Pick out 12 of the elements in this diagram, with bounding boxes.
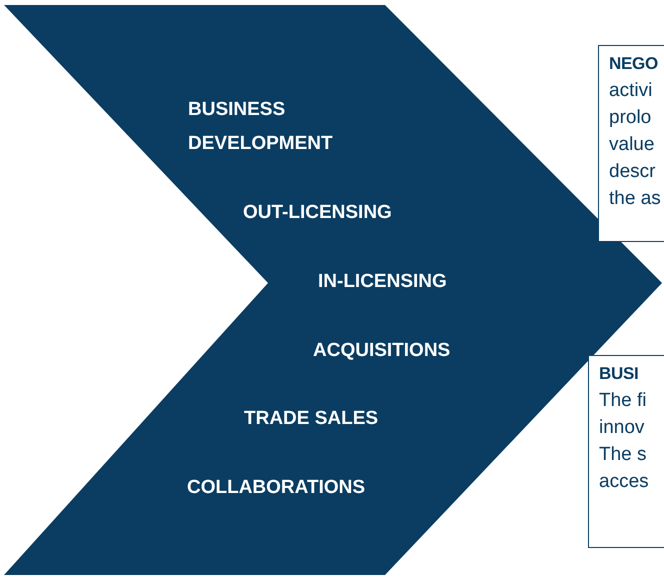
list-item-text: ACQUISITIONS	[313, 339, 450, 363]
list-item-text: COLLABORATIONS	[187, 476, 366, 500]
list-item-text: BUSINESS DEVELOPMENT	[188, 98, 334, 156]
card-heading: NEGO	[609, 53, 659, 75]
list-item-text: IN-LICENSING	[318, 270, 447, 294]
list-item-text: TRADE SALES	[244, 407, 378, 431]
card-description: activi prolo value descr the as	[609, 79, 662, 211]
text-card	[588, 355, 664, 548]
card-heading: BUSI	[599, 363, 640, 385]
card-description: The fi innov The s acces	[599, 389, 650, 494]
text-card	[598, 45, 664, 242]
list-item-text: OUT-LICENSING	[243, 201, 392, 225]
